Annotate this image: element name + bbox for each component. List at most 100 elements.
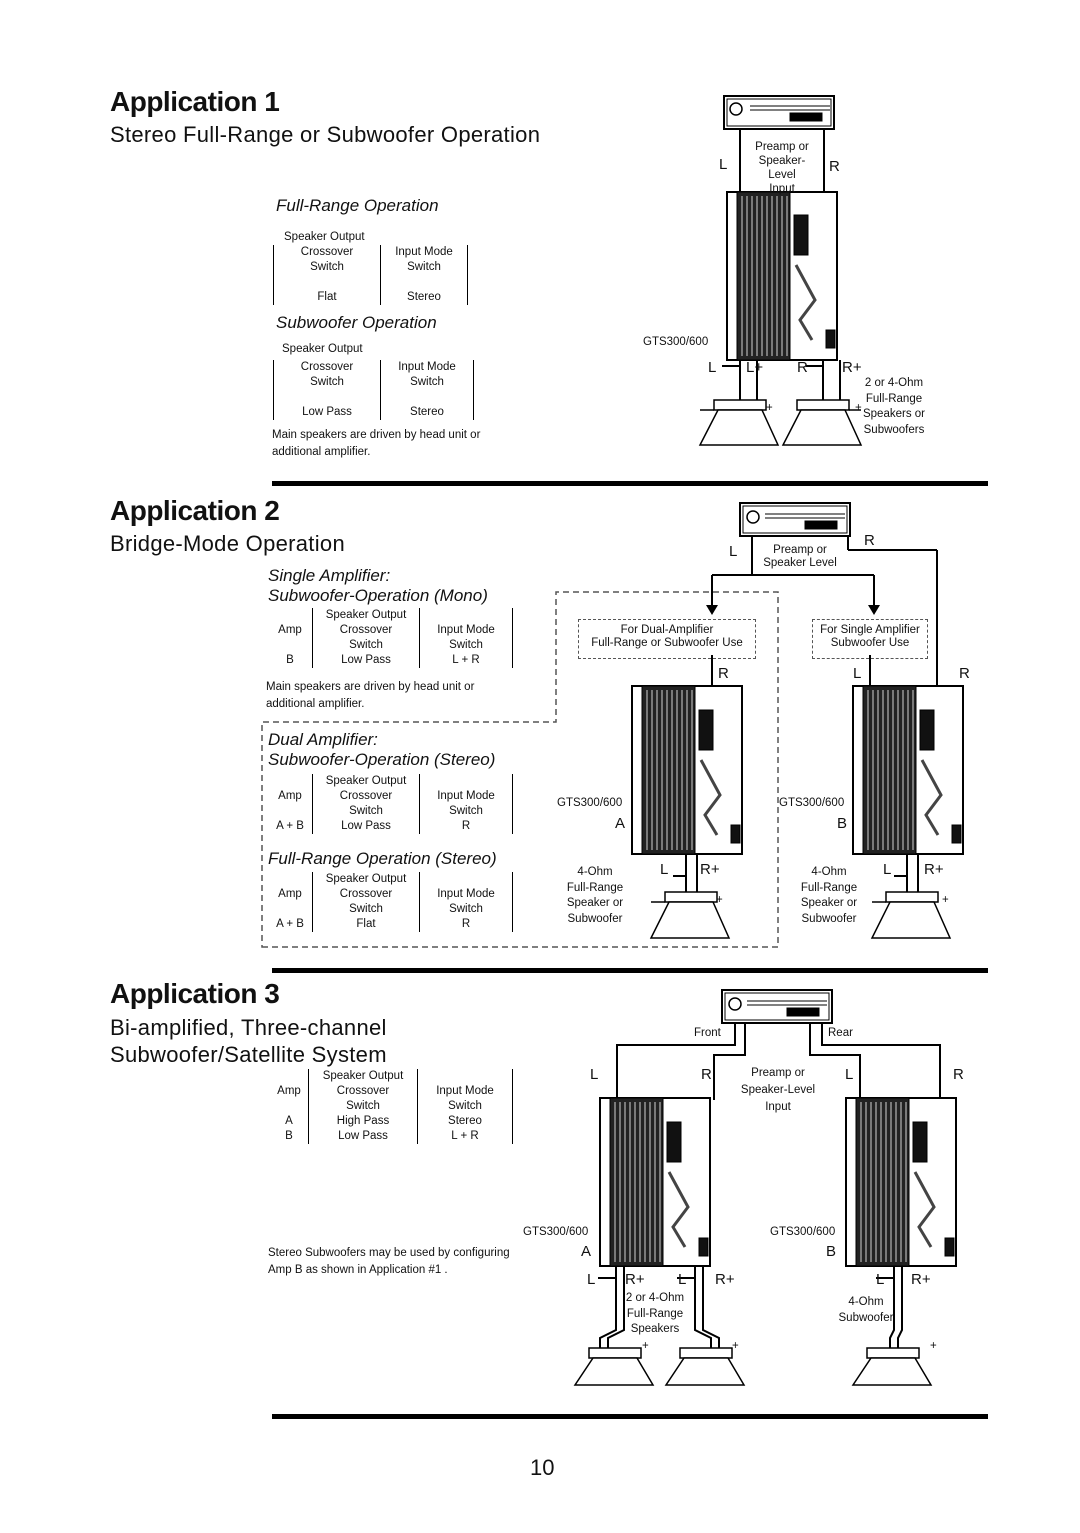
- app3-front-label: Front: [694, 1027, 721, 1039]
- app2-plus-a: +: [716, 894, 723, 906]
- app3-speakers: [573, 1347, 933, 1386]
- app2-output-wires: [673, 854, 919, 895]
- app2-model-a: GTS300/600: [557, 797, 623, 809]
- app2-head-unit: [739, 502, 851, 537]
- app2-title: Application 2: [110, 495, 280, 526]
- app2-speakers: [649, 891, 952, 939]
- app2-subtitle: Bridge-Mode Operation: [110, 531, 345, 556]
- app2-note: Main speakers are driven by head unit or…: [266, 681, 475, 710]
- app1-subtitle: Stereo Full-Range or Subwoofer Operation: [110, 122, 541, 147]
- app2-fullrange-heading: Full-Range Operation (Stereo): [268, 849, 497, 868]
- app1-r-label: R: [829, 158, 840, 175]
- app3-title: Application 3: [110, 978, 280, 1009]
- app1-out-lp: L+: [746, 359, 764, 376]
- app2-amplifier-a: [631, 685, 743, 855]
- app3-plus-1: +: [642, 1340, 649, 1352]
- app3-rear-label: Rear: [828, 1027, 853, 1039]
- app1-plus-2: +: [855, 402, 862, 414]
- app2-dual-amp-col: Amp A + B: [276, 790, 304, 832]
- app3-amp-a-label: A: [581, 1243, 592, 1260]
- app2-amp-a-label: A: [615, 815, 626, 832]
- app1-plus-1: +: [766, 402, 773, 414]
- app3-head-unit: [721, 989, 833, 1024]
- divider-2: [272, 968, 988, 973]
- app3-amplifier-b: [845, 1097, 957, 1267]
- app2-amp-b-label: B: [837, 815, 848, 832]
- app1-subwoofer-heading: Subwoofer Operation: [276, 313, 437, 332]
- app2-b-out-l: L: [883, 861, 892, 878]
- app1-out-rp: R+: [842, 359, 862, 376]
- app3-amp-b-label: B: [826, 1243, 837, 1260]
- app1-out-r: R: [797, 359, 808, 376]
- app3-amplifier-a: [599, 1097, 711, 1267]
- app1-fr-speaker-output: Speaker Output: [284, 231, 365, 243]
- app2-amplifier-b: [852, 685, 964, 855]
- app3-plus-3: +: [930, 1340, 937, 1352]
- app2-b-out-rp: R+: [924, 861, 944, 878]
- app3-model-b: GTS300/600: [770, 1226, 836, 1238]
- app3-a1-rp: R+: [625, 1271, 645, 1288]
- app3-a-r: R: [701, 1066, 712, 1083]
- app1-l-label: L: [719, 156, 728, 173]
- app3-input-wires: [616, 1023, 941, 1100]
- app1-model: GTS300/600: [643, 336, 709, 348]
- app2-a-out-rp: R+: [700, 861, 720, 878]
- divider-3: [272, 1414, 988, 1419]
- app3-note: Stereo Subwoofers may be used by configu…: [268, 1247, 510, 1276]
- app1-sw-speaker-output: Speaker Output: [282, 343, 363, 355]
- app3-b-out-rp: R+: [911, 1271, 931, 1288]
- app2-dual-heading: Dual Amplifier:Subwoofer-Operation (Ster…: [268, 730, 496, 769]
- divider-1: [272, 481, 988, 486]
- app2-plus-b: +: [942, 894, 949, 906]
- app2-amp-b-r: R: [959, 665, 970, 682]
- app1-fullrange-heading: Full-Range Operation: [276, 196, 439, 215]
- app3-b-r: R: [953, 1066, 964, 1083]
- app3-plus-2: +: [732, 1340, 739, 1352]
- page-number: 10: [530, 1455, 555, 1480]
- app1-wires: [722, 129, 841, 405]
- app1-speakers: [698, 399, 863, 446]
- app1-amplifier: [726, 191, 838, 361]
- app3-a-l: L: [590, 1066, 599, 1083]
- app2-arrows: [706, 605, 880, 615]
- app3-a2-rp: R+: [715, 1271, 735, 1288]
- app2-dashed-enclosure: [261, 591, 779, 948]
- app1-out-l: L: [708, 359, 717, 376]
- app2-amp-b-l: L: [853, 665, 862, 682]
- app2-amp-a-r: R: [718, 665, 729, 682]
- app2-l-label: L: [729, 543, 738, 560]
- app2-input-wires: [711, 536, 938, 688]
- app3-a1-l: L: [587, 1271, 596, 1288]
- app3-model-a: GTS300/600: [523, 1226, 589, 1238]
